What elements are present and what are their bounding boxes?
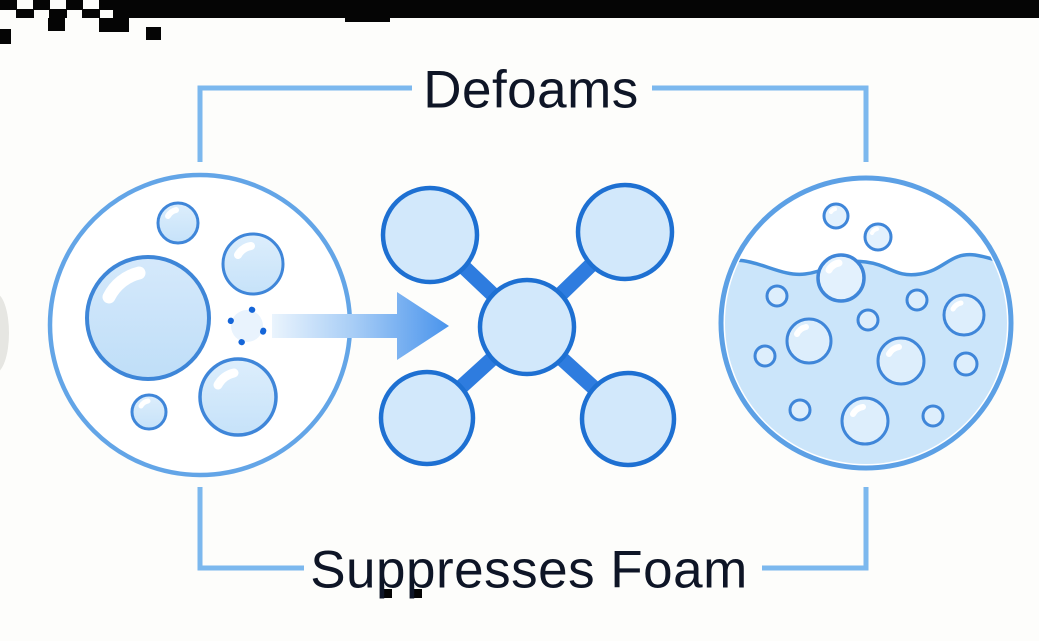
bubble xyxy=(905,288,929,312)
bubble xyxy=(753,344,777,368)
bubble xyxy=(130,393,168,431)
bubble xyxy=(785,317,833,365)
left-edge-smudge xyxy=(0,295,9,371)
bubble xyxy=(85,255,211,381)
liquid-bubbles xyxy=(753,284,986,446)
molecule-atom xyxy=(378,369,476,467)
bubble xyxy=(765,284,789,308)
molecule-atom xyxy=(575,182,675,282)
bubble xyxy=(788,398,812,422)
top-bracket-left xyxy=(197,85,412,162)
liquid-surface-line xyxy=(725,252,1007,277)
bubble xyxy=(921,404,945,428)
bubble xyxy=(863,222,893,252)
bubble xyxy=(156,201,200,245)
defoamer-molecule xyxy=(378,182,677,468)
popping-bubble-dashed-circle xyxy=(227,306,267,346)
video-artifact-bars xyxy=(0,0,1039,598)
bottom-bracket-left xyxy=(197,487,304,571)
molecule-atoms xyxy=(378,182,677,468)
bubble xyxy=(198,357,278,437)
bubble xyxy=(942,293,986,337)
suppressed-foam-liquid-circle xyxy=(718,175,1014,471)
bottom-bracket xyxy=(197,487,869,571)
bubble xyxy=(953,351,979,377)
bubble xyxy=(816,253,866,303)
molecule-center-atom xyxy=(477,277,577,377)
molecule-atom xyxy=(380,185,480,285)
label-suppresses-foam: Suppresses Foam xyxy=(310,540,748,600)
molecule-atom xyxy=(579,370,677,468)
bottom-bracket-right xyxy=(762,487,869,571)
liquid-outer-circle xyxy=(718,175,1014,471)
bubble xyxy=(221,232,285,296)
right-arrow xyxy=(272,292,449,360)
label-defoams: Defoams xyxy=(423,60,639,120)
foam-bubbles-circle xyxy=(47,172,353,478)
top-bracket xyxy=(197,85,869,162)
liquid-bubble-highlights xyxy=(794,300,964,417)
bubble xyxy=(822,202,850,230)
top-bracket-right xyxy=(652,85,869,162)
bubble xyxy=(856,308,880,332)
